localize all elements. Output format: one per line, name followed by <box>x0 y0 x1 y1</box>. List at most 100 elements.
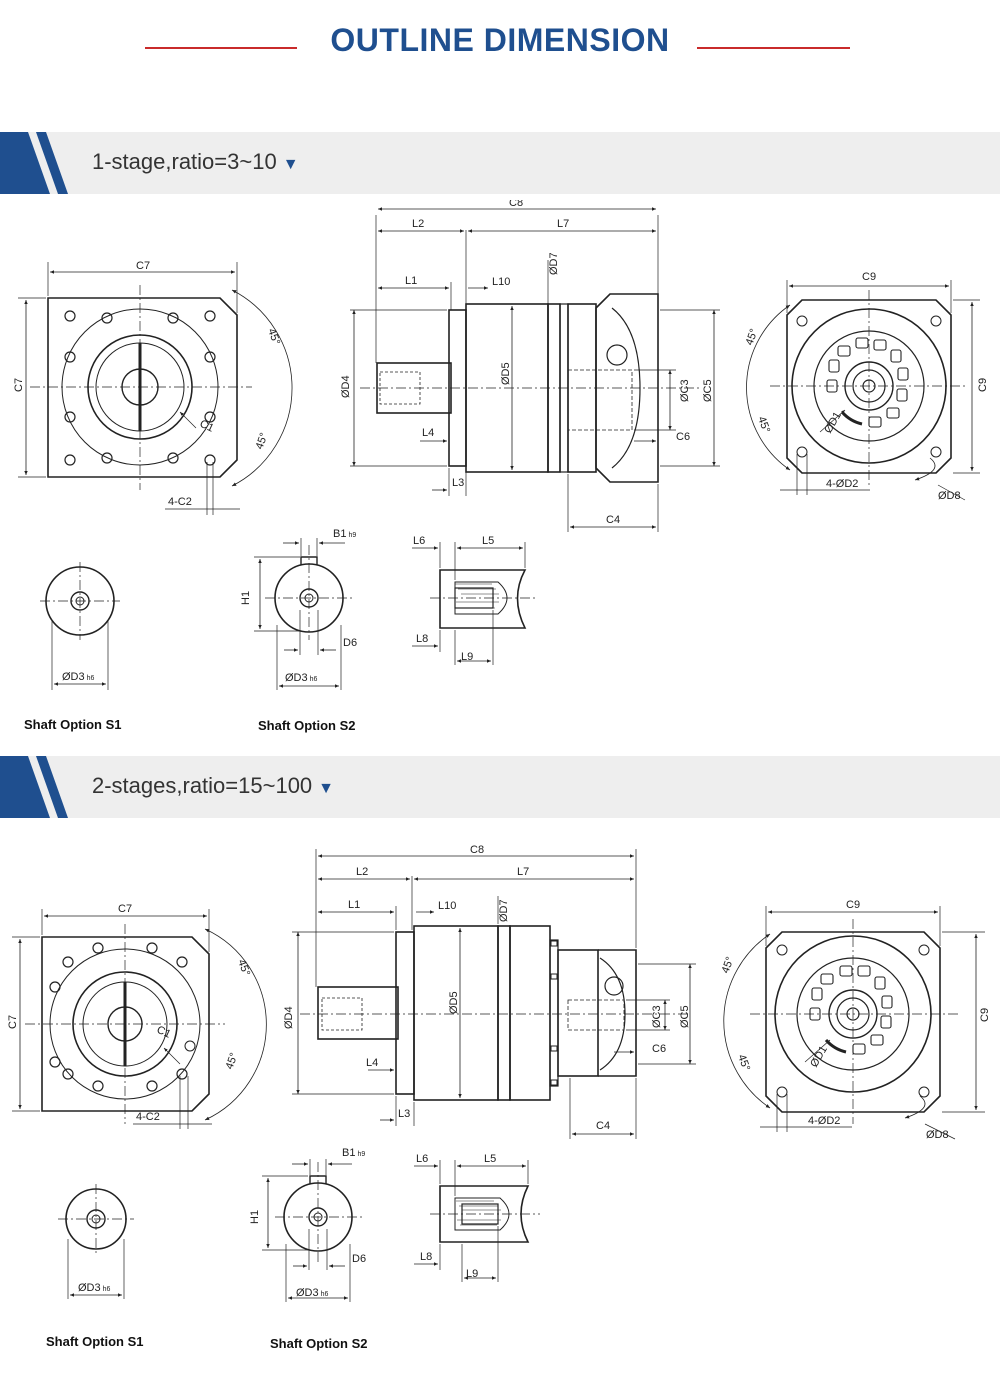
dim-label-d3-tolerance: h6 <box>103 1286 111 1293</box>
dim-label-c9-top: C9 <box>846 899 860 911</box>
triangle-down-icon: ▼ <box>282 156 299 173</box>
dim-label-l3: L3 <box>452 477 464 489</box>
title-rule-right <box>697 47 850 49</box>
dim-label-d3-main: ØD3 <box>285 672 308 684</box>
dim-label-c2: 4-C2 <box>136 1111 160 1123</box>
dim-label-c4: C4 <box>606 514 620 526</box>
dim-label-l3: L3 <box>398 1108 410 1120</box>
caption-shaft-s1: Shaft Option S1 <box>24 717 122 732</box>
section-banner-2: 2-stages,ratio=15~100 ▼ <box>0 756 1000 818</box>
dim-label-l1: L1 <box>405 275 417 287</box>
dim-label-b1-tolerance: h9 <box>357 1151 365 1158</box>
dim-label-c1: C1 <box>198 418 216 435</box>
front-view <box>18 262 293 515</box>
dim-label-b1-main: B1 <box>333 528 346 540</box>
dim-label-angle-top: 45° <box>265 327 282 347</box>
dim-label-c9-side: C9 <box>977 378 989 392</box>
dim-label-d6: D6 <box>352 1253 366 1265</box>
banner-stripe-icon <box>0 132 68 194</box>
dim-label-d3-tolerance: h6 <box>321 1291 329 1298</box>
dim-label-l4: L4 <box>366 1057 378 1069</box>
dim-label-l7: L7 <box>557 218 569 230</box>
dim-label-angle-top: 45° <box>744 327 761 347</box>
dim-label-angle-bottom: 45° <box>224 1051 241 1071</box>
dim-label-angle-bottom: 45° <box>755 415 772 435</box>
dim-label-c2: 4-C2 <box>168 496 192 508</box>
shaft-s1-view <box>40 562 120 690</box>
dim-label-l6: L6 <box>413 535 425 547</box>
title-rule-left <box>145 47 297 49</box>
dim-label-l8: L8 <box>420 1251 432 1263</box>
dim-label-d4: ØD4 <box>340 375 352 398</box>
dim-label-l5: L5 <box>482 535 494 547</box>
side-view <box>292 849 696 1139</box>
dim-label-d3-main: ØD3 <box>62 671 85 683</box>
dim-label-c5: ØC5 <box>679 1005 691 1028</box>
section-banner-1: 1-stage,ratio=3~10 ▼ <box>0 132 1000 194</box>
dim-label-d8: ØD8 <box>938 490 961 502</box>
dim-label-c7-side: C7 <box>7 1015 19 1029</box>
dim-label-d7: ØD7 <box>548 252 560 275</box>
dim-label-c7-top: C7 <box>118 903 132 915</box>
dim-label-c9-side: C9 <box>979 1008 991 1022</box>
section-heading: 1-stage,ratio=3~10 <box>92 149 277 174</box>
dim-label-d2: 4-ØD2 <box>826 478 858 490</box>
front-view <box>12 909 267 1129</box>
rear-view <box>746 280 980 501</box>
dim-label-c6: C6 <box>676 431 690 443</box>
dim-label-l7: L7 <box>517 866 529 878</box>
caption-shaft-s2: Shaft Option S2 <box>270 1336 368 1351</box>
dim-label-d3-main: ØD3 <box>78 1282 101 1294</box>
shaft-s2-view <box>262 1159 362 1302</box>
dim-label-c1: C1 <box>155 1024 173 1041</box>
shaft-s2-view <box>254 538 355 690</box>
dim-label-d2: 4-ØD2 <box>808 1115 840 1127</box>
dim-label-l10: L10 <box>438 900 456 912</box>
shaft-s1-view <box>58 1184 134 1299</box>
dim-label-c4: C4 <box>596 1120 610 1132</box>
drawing-stage2: C7 C7 45° 45° C1 4-C2 C8 L2 L7 L1 L10 ØD… <box>7 844 991 1351</box>
banner-stripe-icon <box>0 756 68 818</box>
key-detail-view <box>412 542 535 665</box>
dim-label-l8: L8 <box>416 633 428 645</box>
dim-label-d3-tolerance: h6 <box>310 676 318 683</box>
triangle-down-icon: ▼ <box>318 780 335 797</box>
dim-label-c7-side: C7 <box>13 378 25 392</box>
dim-label-d5: ØD5 <box>500 362 512 385</box>
dim-label-b1-main: B1 <box>342 1147 355 1159</box>
drawing-stage1: C7 C7 45° 45° C1 4-C2 C8 L2 L7 L1 L10 ØD… <box>13 200 989 733</box>
page-title: OUTLINE DIMENSION <box>330 22 670 58</box>
dim-label-l1: L1 <box>348 899 360 911</box>
dim-label-l2: L2 <box>356 866 368 878</box>
dim-label-angle-top: 45° <box>235 958 252 978</box>
dim-label-d7: ØD7 <box>498 899 510 922</box>
side-view <box>350 207 720 532</box>
dim-label-c3: ØC3 <box>651 1005 663 1028</box>
dim-label-h1: H1 <box>240 591 252 605</box>
caption-shaft-s1: Shaft Option S1 <box>46 1334 144 1349</box>
dim-label-l10: L10 <box>492 276 510 288</box>
rear-view <box>723 906 985 1140</box>
dim-label-d6: D6 <box>343 637 357 649</box>
dim-label-c8: C8 <box>470 844 484 856</box>
dim-label-c6: C6 <box>652 1043 666 1055</box>
dim-label-c8: C8 <box>509 200 523 209</box>
dim-label-d3-main: ØD3 <box>296 1287 319 1299</box>
dim-label-c9-top: C9 <box>862 271 876 283</box>
dim-label-c7-top: C7 <box>136 260 150 272</box>
dim-label-d5: ØD5 <box>448 991 460 1014</box>
dim-label-angle-bottom: 45° <box>254 431 271 451</box>
section-heading: 2-stages,ratio=15~100 <box>92 773 313 798</box>
dim-label-angle-top: 45° <box>720 955 737 975</box>
dim-label-l9: L9 <box>461 651 473 663</box>
dim-label-d4: ØD4 <box>283 1006 295 1029</box>
dim-label-h1: H1 <box>249 1210 261 1224</box>
key-detail-view <box>414 1160 540 1282</box>
dim-label-b1-tolerance: h9 <box>348 532 356 539</box>
